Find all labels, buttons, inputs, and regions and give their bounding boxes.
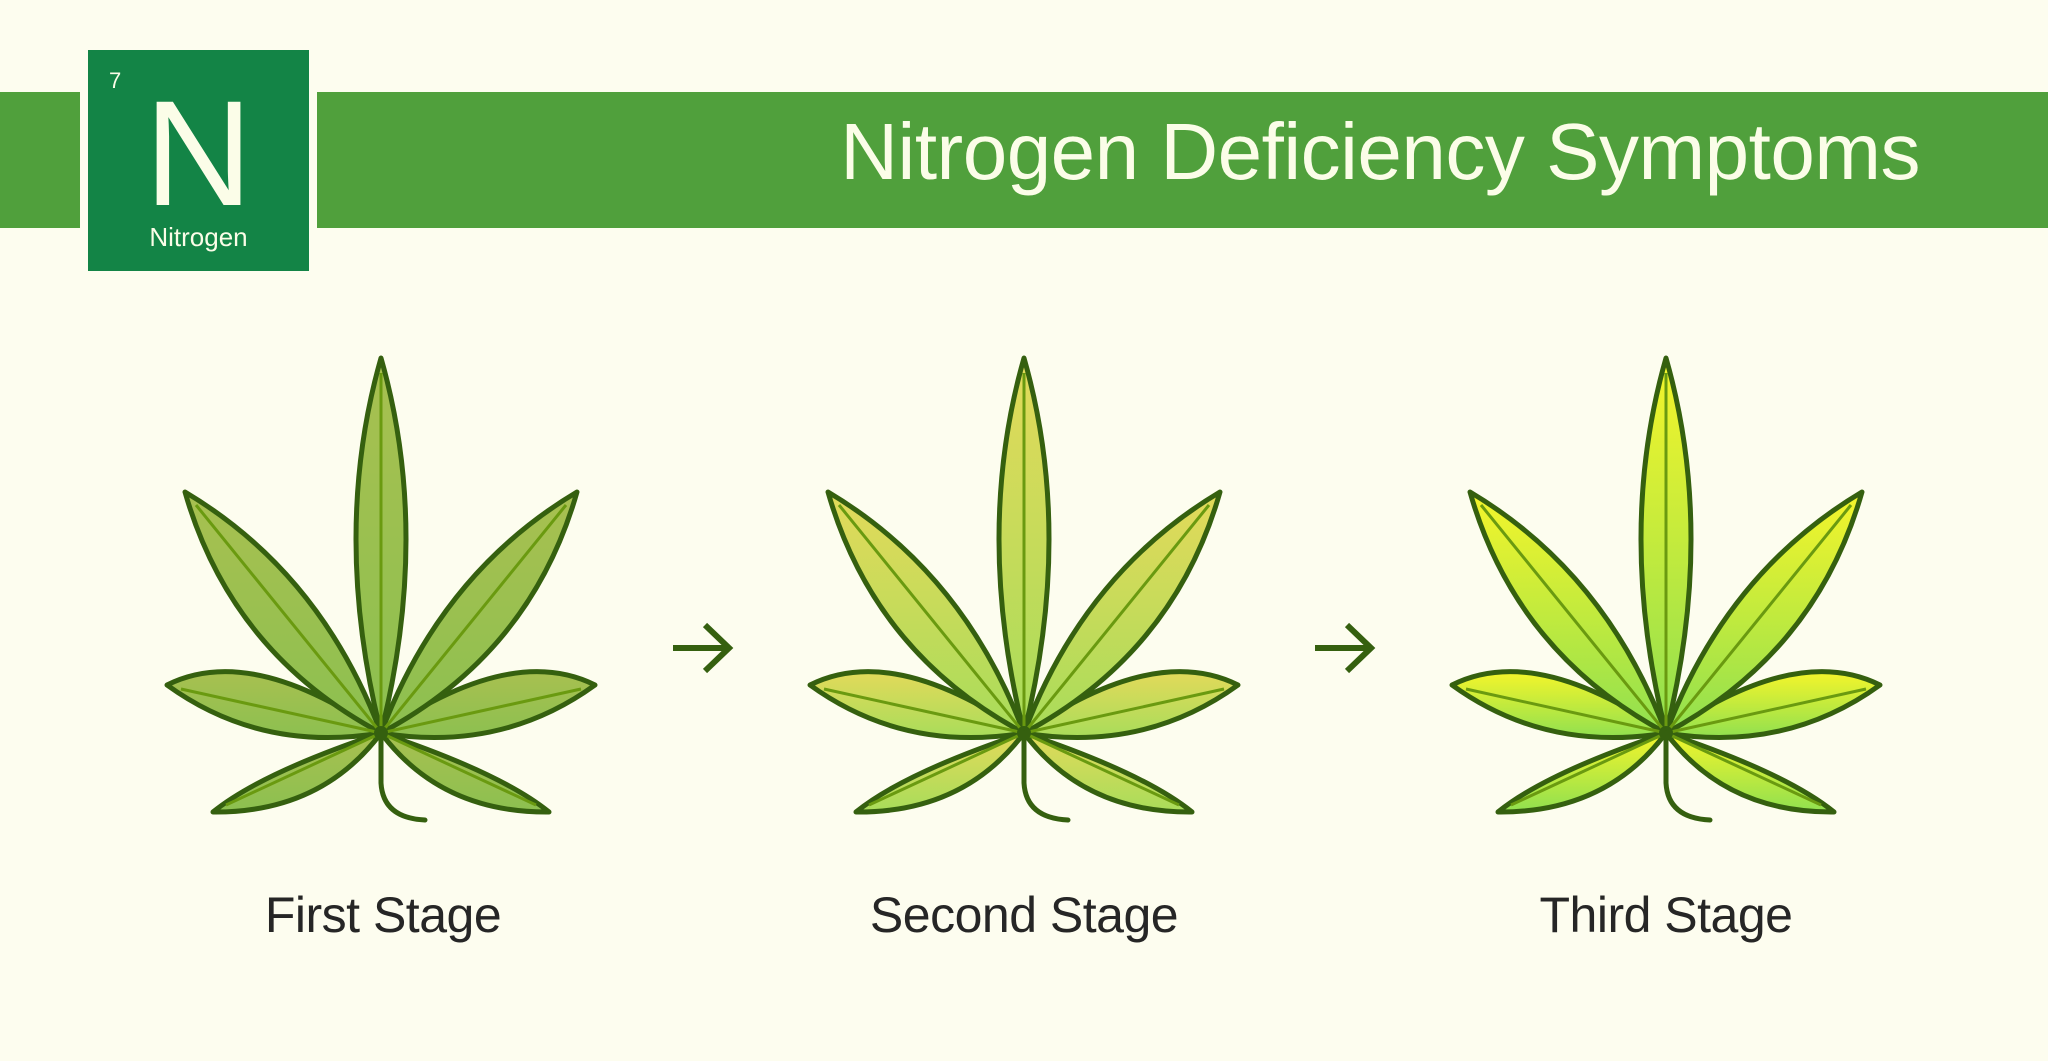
element-symbol: N <box>144 69 253 237</box>
title-banner <box>317 92 2048 228</box>
stage-label-third: Third Stage <box>1539 887 1793 943</box>
leaf-icon-third-stage <box>1449 355 1883 823</box>
leaf-icon-second-stage <box>807 355 1241 823</box>
page-title: Nitrogen Deficiency Symptoms <box>840 107 1920 196</box>
stage-label-first: First Stage <box>264 887 502 943</box>
title-banner-left <box>0 92 80 228</box>
arrow-right-icon <box>673 622 734 674</box>
element-name: Nitrogen <box>149 222 248 252</box>
periodic-element-tile: 7 N Nitrogen <box>88 50 309 271</box>
leaf-icon-first-stage <box>164 355 598 823</box>
stage-label-second: Second Stage <box>869 887 1179 943</box>
arrow-right-icon <box>1315 622 1376 674</box>
atomic-number: 7 <box>109 68 122 93</box>
